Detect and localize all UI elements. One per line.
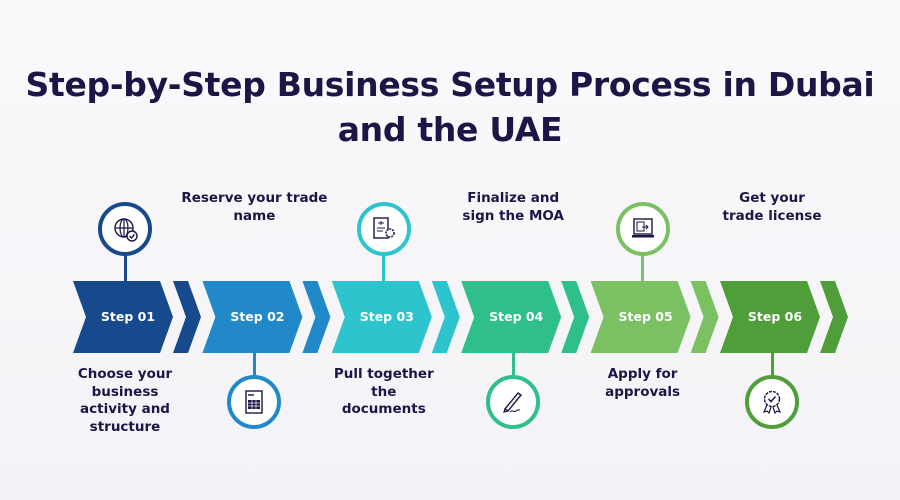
- step-description: Apply for approvals: [605, 366, 681, 400]
- connector-line: [641, 256, 645, 281]
- step-chevron: [590, 281, 691, 353]
- step-arrow-connector: [690, 281, 719, 353]
- step-icon-circle: [745, 375, 799, 429]
- step-label: Step 06: [747, 309, 803, 324]
- step-description: Pull together the documents: [333, 366, 434, 417]
- step-icon-circle: [486, 375, 541, 429]
- connector-line: [511, 353, 515, 375]
- step-description: Finalize and sign the MOA: [462, 190, 564, 224]
- step-arrow-connector: [173, 281, 201, 353]
- step-chevron: [461, 281, 562, 353]
- step-icon-circle: [615, 202, 670, 256]
- step-label: Step 03: [359, 309, 414, 324]
- step-icon-circle: [227, 375, 282, 429]
- step-description: Get your trade license: [722, 190, 822, 224]
- step-icon-circle: [98, 202, 152, 256]
- connector-line: [382, 256, 386, 281]
- globe-check-icon: [114, 218, 138, 242]
- step-arrow-connector: [431, 281, 460, 353]
- step-arrow-connector: [820, 281, 848, 353]
- step-arrow-connector: [302, 281, 331, 353]
- pen-signature-icon: [503, 392, 523, 413]
- step-label: Step 02: [230, 309, 285, 324]
- page-title: Step-by-Step Business Setup Process in D…: [25, 65, 875, 149]
- step-chevron: [73, 281, 173, 353]
- step-arrow-connector: [561, 281, 590, 353]
- step-description: Choose your business activity and struct…: [77, 366, 173, 435]
- step-icon-circle: [356, 202, 411, 256]
- legal-document-gear-icon: [373, 217, 395, 239]
- step-chevron: [202, 281, 303, 353]
- step-chevron: [720, 281, 820, 353]
- step-chevron: [331, 281, 432, 353]
- step-label: Step 04: [489, 309, 544, 324]
- connector-line: [123, 256, 127, 281]
- step-description: Reserve your trade name: [181, 190, 328, 224]
- spreadsheet-document-icon: [245, 390, 264, 414]
- connector-line: [770, 353, 774, 375]
- step-label: Step 05: [618, 309, 673, 324]
- award-badge-icon: [762, 390, 782, 415]
- laptop-document-icon: [631, 218, 654, 238]
- connector-line: [252, 353, 256, 375]
- step-label: Step 01: [100, 309, 156, 324]
